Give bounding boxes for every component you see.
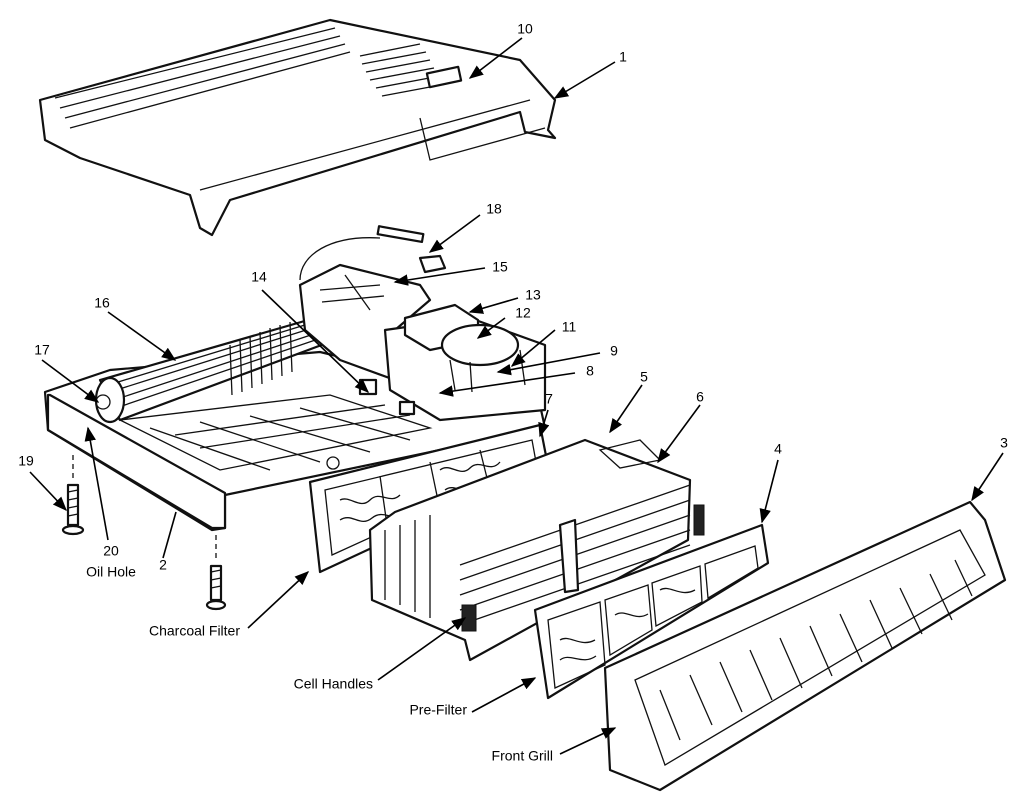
leader-cell-handles <box>377 617 467 681</box>
leader-11 <box>510 329 556 367</box>
leader-lines <box>29 37 1004 755</box>
callout-15: 15 <box>492 259 508 275</box>
label-cell-handles: Cell Handles <box>294 676 373 692</box>
leader-9 <box>496 352 601 376</box>
leader-4 <box>759 459 779 524</box>
label-front-grill: Front Grill <box>492 748 553 764</box>
callout-19: 19 <box>18 453 34 469</box>
screw-19-part <box>61 455 85 536</box>
leader-15 <box>393 267 486 286</box>
collector-cell-part <box>368 438 705 662</box>
label-charcoal-filter: Charcoal Filter <box>149 623 240 639</box>
leader-6 <box>657 404 701 464</box>
callout-2: 2 <box>159 557 167 573</box>
part-labels: Oil Hole Charcoal Filter Cell Handles Pr… <box>86 564 553 764</box>
leader-17 <box>41 359 100 403</box>
callout-12: 12 <box>515 305 531 321</box>
callout-7: 7 <box>545 391 553 407</box>
callout-16: 16 <box>94 295 110 311</box>
leader-20 <box>84 426 109 541</box>
leader-19 <box>29 471 67 512</box>
leader-16 <box>107 311 177 361</box>
leader-pre-filter <box>471 677 537 713</box>
callout-17: 17 <box>34 342 50 358</box>
leader-18 <box>428 214 481 253</box>
callout-9: 9 <box>610 343 618 359</box>
screw-base-part <box>205 535 227 611</box>
leader-2 <box>162 511 177 559</box>
leader-front-grill <box>559 727 617 755</box>
leader-14 <box>261 289 370 393</box>
motor-assembly-part <box>298 225 547 422</box>
leader-7 <box>538 409 550 438</box>
callout-20: 20 <box>103 543 119 559</box>
front-grill-part <box>603 500 1007 792</box>
callout-3: 3 <box>1000 435 1008 451</box>
pre-filter-part <box>533 523 770 700</box>
leader-1 <box>553 61 616 99</box>
label-oil-hole: Oil Hole <box>86 564 136 580</box>
callout-4: 4 <box>774 441 782 457</box>
callout-14: 14 <box>251 269 267 285</box>
callout-8: 8 <box>586 363 594 379</box>
leader-5 <box>609 384 643 434</box>
leader-8 <box>438 372 576 397</box>
callout-18: 18 <box>486 201 502 217</box>
label-pre-filter: Pre-Filter <box>409 702 467 718</box>
callout-1: 1 <box>619 49 627 65</box>
callout-numbers: 1 2 3 4 5 6 7 8 9 10 11 12 13 14 15 16 1… <box>18 21 1008 573</box>
callout-5: 5 <box>640 369 648 385</box>
top-cover-part <box>38 18 557 237</box>
callout-11: 11 <box>562 319 577 335</box>
leader-10 <box>468 37 523 79</box>
leader-13 <box>468 297 519 314</box>
leader-charcoal <box>247 571 310 629</box>
leader-3 <box>971 452 1004 502</box>
callout-10: 10 <box>517 21 533 37</box>
callout-13: 13 <box>525 287 541 303</box>
leader-12 <box>476 317 506 339</box>
callout-6: 6 <box>696 389 704 405</box>
